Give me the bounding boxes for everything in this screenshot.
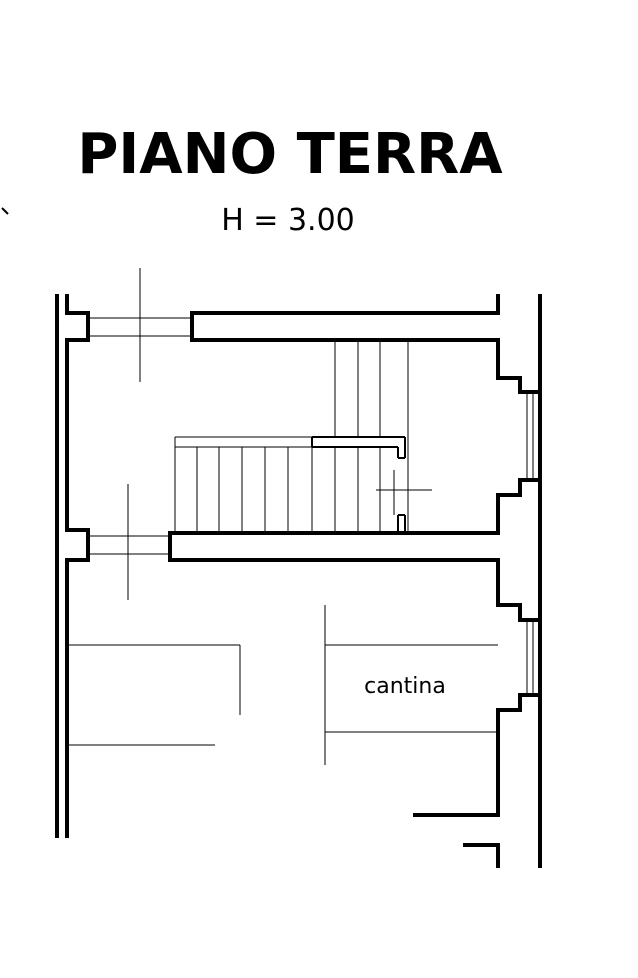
lower-room-lines [67, 644, 241, 746]
staircase [174, 340, 409, 533]
axis-marks [100, 268, 432, 600]
windows [526, 392, 534, 695]
plan-height-label: H = 3.00 [221, 203, 355, 238]
walls [55, 294, 542, 868]
edge-mark [1, 207, 9, 215]
room-label-cantina: cantina [364, 674, 446, 699]
cellar-room [324, 605, 498, 765]
plan-title: PIANO TERRA [77, 122, 503, 187]
